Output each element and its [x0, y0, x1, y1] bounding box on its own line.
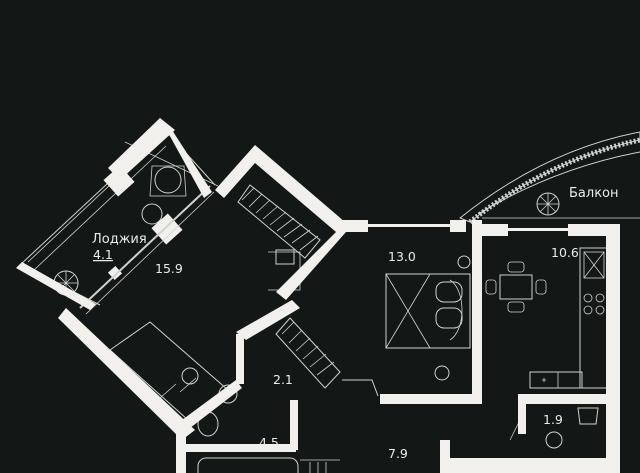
- room-area-wc: 1.9: [543, 412, 563, 427]
- wall-bottom: [440, 458, 620, 473]
- bedroom: [275, 255, 471, 397]
- desk-chair: [275, 249, 295, 265]
- wall-living-sw: [58, 308, 195, 440]
- chair-icon: [141, 165, 187, 225]
- wall-hall-2: [236, 334, 244, 384]
- pillow-icon: [435, 279, 463, 341]
- room-area-bathroom: 4.5: [259, 435, 279, 450]
- wall-loggia-n: [160, 118, 212, 198]
- bed: [385, 273, 471, 349]
- wall-bath-s: [186, 444, 296, 452]
- wall-bedroom-w: [276, 232, 346, 300]
- star-icon: [542, 378, 546, 382]
- room-area-loggia: 4.1: [93, 247, 113, 262]
- bathroom: [181, 367, 340, 473]
- room-area-corridor: 7.9: [388, 446, 408, 461]
- wall-kitchen-west: [472, 220, 482, 398]
- room-area-bedroom: 13.0: [388, 249, 416, 264]
- lamp-icon-2: [434, 365, 450, 381]
- column-2: [151, 213, 183, 245]
- lamp-icon: [457, 255, 471, 269]
- room-label-loggia: Лоджия: [92, 232, 147, 247]
- wall-wc-w: [518, 404, 526, 434]
- window-kitchen: [508, 228, 568, 231]
- plant-icon: [536, 192, 560, 216]
- wall-bath-e: [290, 400, 298, 450]
- balcony: [459, 131, 640, 224]
- wall-kitchen-bottom: [518, 394, 610, 404]
- room-area-hall: 2.1: [273, 372, 293, 387]
- wall-bottom-corner: [440, 440, 450, 473]
- wardrobe: [237, 184, 321, 259]
- window-bedroom: [366, 224, 452, 227]
- wall-bedroom-top-1: [336, 220, 368, 232]
- dining-table: [485, 261, 547, 313]
- column-3: [107, 265, 123, 281]
- washer-icon: [181, 367, 199, 385]
- walls: [16, 118, 620, 473]
- wall-kitchen-top-1: [472, 224, 508, 236]
- room-label-balcony: Балкон: [569, 186, 619, 201]
- wall-loggia-top: [108, 118, 175, 180]
- counter: [529, 247, 609, 389]
- room-area-kitchen: 10.6: [551, 245, 579, 260]
- wall-east: [606, 224, 620, 473]
- wall-bath-w: [176, 426, 186, 473]
- wall-bedroom-top-2: [450, 220, 466, 232]
- wardrobe-2: [275, 317, 341, 389]
- wall-loggia-sw: [16, 262, 96, 310]
- kitchen: [485, 247, 609, 389]
- wall-kitchen-top-2: [568, 224, 614, 236]
- bathtub: [197, 457, 299, 473]
- room-area-living-room: 15.9: [155, 261, 183, 276]
- sink-icon: [545, 431, 563, 449]
- wall-living-ne: [215, 145, 345, 232]
- wall-bedroom-bottom: [380, 394, 482, 404]
- wall-hall: [236, 300, 300, 340]
- wall-bath-n: [182, 380, 242, 428]
